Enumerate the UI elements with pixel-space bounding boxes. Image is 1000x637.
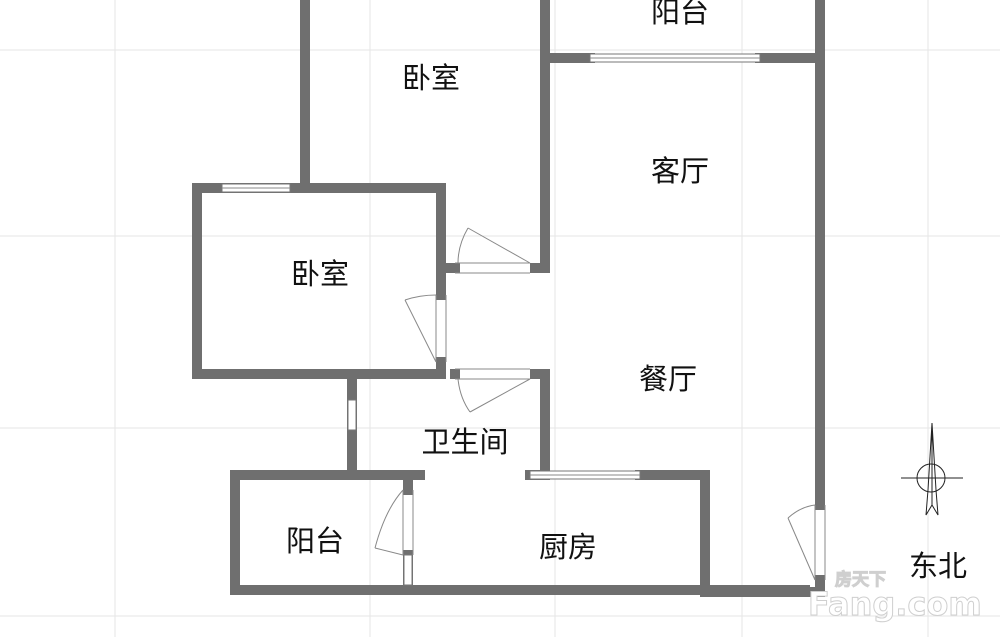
room-label-bathroom: 卫生间 [421, 425, 508, 459]
watermark-cn: 房天下 [835, 569, 886, 590]
walls [192, 0, 825, 597]
room-label-master-bedroom: 卧室 [402, 61, 460, 95]
room-label-second-bedroom: 卧室 [291, 257, 349, 291]
room-label-dining-room: 餐厅 [639, 362, 697, 396]
orientation-label: 东北 [909, 549, 967, 583]
room-label-balcony-bottom: 阳台 [286, 524, 344, 558]
room-label-balcony-top: 阳台 [651, 0, 709, 29]
room-label-kitchen: 厨房 [539, 530, 597, 564]
watermark-en: Fang.com [808, 585, 982, 623]
windows [221, 53, 761, 586]
room-label-living-room: 客厅 [651, 154, 709, 188]
doors [374, 227, 826, 581]
compass-north-arrow-icon [901, 422, 963, 516]
